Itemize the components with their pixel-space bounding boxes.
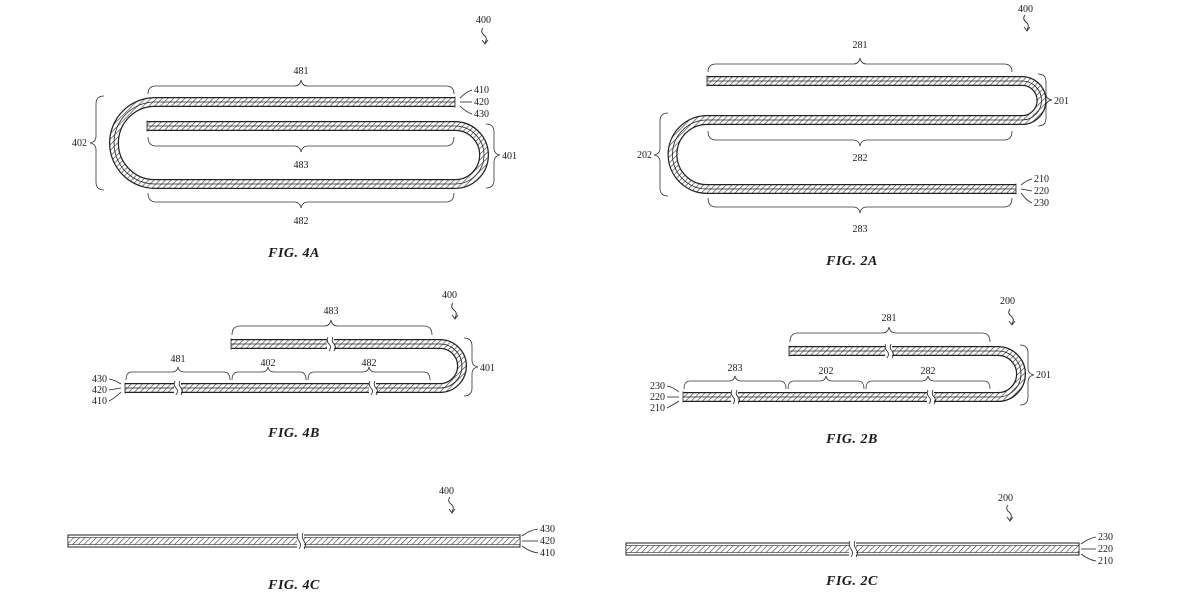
figure-4a: 400 481 410 420 430 402 483 401 482 FIG.… [72, 15, 517, 261]
break-mark [730, 389, 740, 405]
caption-fig-4b: FIG. 4B [267, 426, 320, 441]
label-410: 410 [540, 548, 555, 559]
brace-282 [865, 375, 991, 390]
figure-4b: 400 483 481 402 482 401 430 420 410 FIG.… [92, 290, 495, 441]
label-420: 420 [540, 536, 555, 547]
label-201: 201 [1036, 370, 1051, 381]
label-282: 282 [921, 366, 936, 377]
label-210: 210 [650, 403, 665, 414]
break-mark [368, 380, 378, 396]
label-281: 281 [853, 40, 868, 51]
brace-201 [1019, 344, 1035, 406]
label-220: 220 [1034, 186, 1049, 197]
brace-482 [307, 366, 431, 381]
caption-fig-4a: FIG. 4A [267, 246, 320, 261]
caption-fig-2c: FIG. 2C [825, 574, 878, 589]
label-482: 482 [362, 358, 377, 369]
label-430: 430 [474, 109, 489, 120]
label-400: 400 [442, 290, 457, 301]
flat-display-stack [625, 540, 1080, 558]
brace-402 [231, 366, 307, 381]
label-283: 283 [728, 363, 743, 374]
caption-fig-2b: FIG. 2B [825, 432, 878, 447]
label-400: 400 [1018, 4, 1033, 15]
label-283: 283 [853, 224, 868, 235]
label-402: 402 [261, 358, 276, 369]
label-481: 481 [294, 66, 309, 77]
label-400: 400 [476, 15, 491, 26]
flat-display-stack [67, 532, 521, 550]
label-400: 400 [439, 486, 454, 497]
label-420: 420 [474, 97, 489, 108]
s-folded-display-stack [667, 75, 1047, 195]
brace-402 [89, 95, 105, 191]
label-201: 201 [1054, 96, 1069, 107]
label-483: 483 [324, 306, 339, 317]
label-420: 420 [92, 385, 107, 396]
break-mark [173, 380, 183, 396]
break-mark [296, 532, 306, 550]
label-401: 401 [502, 151, 517, 162]
caption-fig-2a: FIG. 2A [825, 254, 878, 269]
brace-401 [463, 337, 479, 397]
brace-483 [147, 136, 455, 153]
label-210: 210 [1034, 174, 1049, 185]
break-mark [848, 540, 858, 558]
label-282: 282 [853, 153, 868, 164]
single-fold-display-stack [682, 343, 1026, 405]
arrow-400-2a [1023, 14, 1029, 31]
figure-2c: 200 230 220 210 FIG. 2C [625, 493, 1113, 589]
label-430: 430 [92, 374, 107, 385]
brace-281 [789, 326, 991, 343]
label-401: 401 [480, 363, 495, 374]
label-281: 281 [882, 313, 897, 324]
arrow-400-4c [448, 496, 454, 513]
figure-2a: 400 281 201 202 282 210 220 230 283 FIG.… [637, 4, 1069, 269]
label-481: 481 [171, 354, 186, 365]
brace-283 [683, 375, 787, 390]
brace-202 [787, 375, 865, 390]
label-230: 230 [1098, 532, 1113, 543]
label-482: 482 [294, 216, 309, 227]
label-410: 410 [474, 85, 489, 96]
label-483: 483 [294, 160, 309, 171]
brace-482 [147, 192, 455, 209]
arrow-400-4a [481, 27, 487, 44]
label-230: 230 [650, 381, 665, 392]
figure-2b: 200 281 283 202 282 201 230 220 210 FIG.… [650, 296, 1051, 447]
brace-202 [653, 112, 669, 197]
break-mark [926, 389, 936, 405]
brace-283 [707, 197, 1013, 214]
label-210: 210 [1098, 556, 1113, 567]
label-202: 202 [819, 366, 834, 377]
arrow-200-2c [1006, 504, 1012, 521]
label-230: 230 [1034, 198, 1049, 209]
brace-483 [231, 319, 433, 336]
brace-281 [707, 57, 1013, 73]
label-220: 220 [650, 392, 665, 403]
label-220: 220 [1098, 544, 1113, 555]
brace-481 [147, 79, 455, 95]
break-mark [326, 336, 336, 352]
label-202: 202 [637, 150, 652, 161]
caption-fig-4c: FIG. 4C [267, 578, 320, 593]
brace-481 [125, 366, 231, 381]
brace-201 [1037, 73, 1053, 127]
arrow-400-4b [451, 302, 457, 319]
arrow-200-2b [1008, 308, 1014, 325]
single-fold-display-stack [124, 336, 467, 396]
label-430: 430 [540, 524, 555, 535]
brace-401 [485, 123, 501, 189]
brace-282 [707, 130, 1013, 147]
label-200: 200 [998, 493, 1013, 504]
label-200: 200 [1000, 296, 1015, 307]
figure-4c: 400 430 420 410 FIG. 4C [67, 486, 555, 593]
folded-display-stack [109, 96, 489, 189]
label-410: 410 [92, 396, 107, 407]
break-mark [884, 343, 894, 359]
label-402: 402 [72, 138, 87, 149]
